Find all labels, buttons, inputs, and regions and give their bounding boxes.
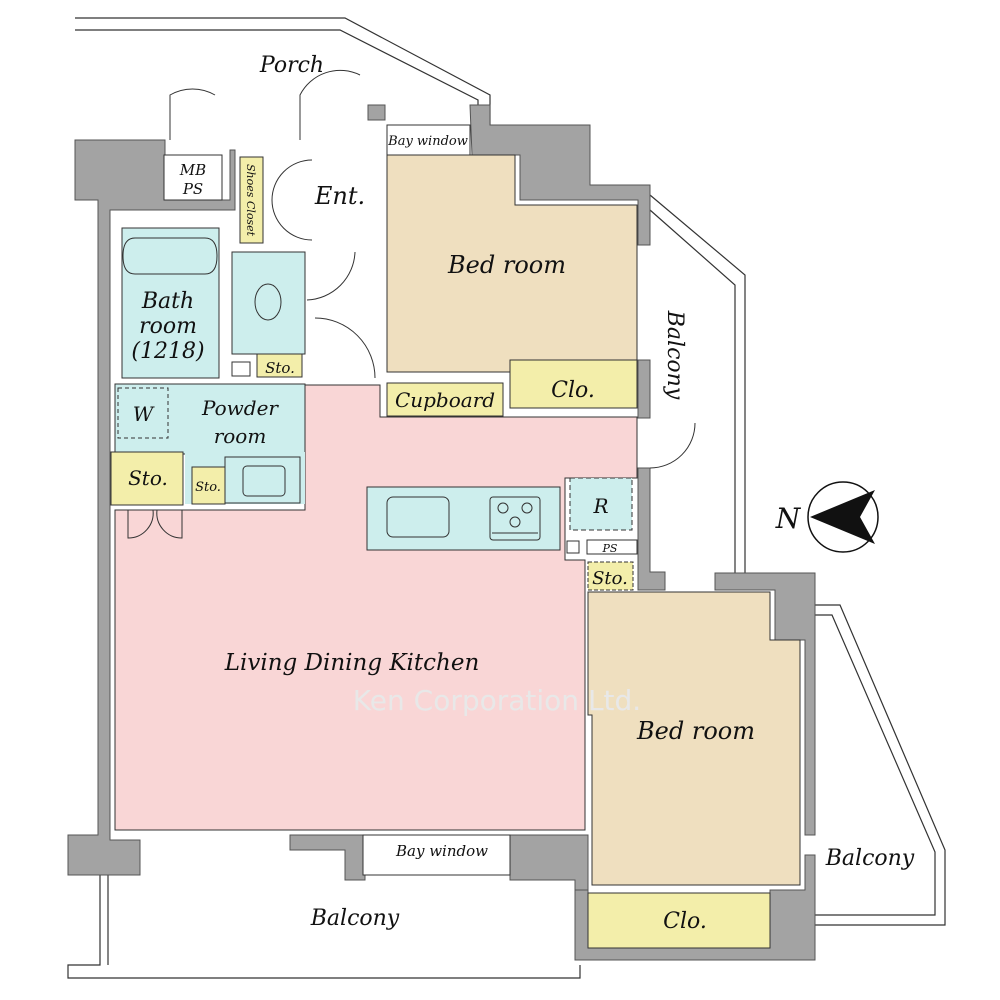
watermark: Ken Corporation Ltd.	[353, 684, 641, 717]
sto-left-label: Sto.	[128, 466, 168, 490]
exterior-outlines	[67, 17, 946, 979]
bathroom	[121, 227, 220, 379]
bath-label-1: Bath	[141, 289, 194, 314]
powder-label-1: Powder	[201, 396, 279, 420]
north-label: N	[775, 502, 802, 535]
bay-window-top-label: Bay window	[387, 134, 468, 149]
bathtub-icon	[122, 237, 218, 275]
closet-2-label: Clo.	[663, 909, 707, 934]
closet-1-label: Clo.	[551, 378, 595, 403]
bedroom-2-label: Bed room	[636, 717, 755, 745]
powder-room	[114, 383, 306, 455]
washer-space	[117, 387, 169, 439]
bath-label-2: room	[139, 314, 197, 339]
stove-icon	[489, 496, 541, 541]
toilet-sto-label: Sto.	[265, 359, 295, 377]
bay-window-bottom-label: Bay window	[395, 842, 488, 860]
ldk-label: Living Dining Kitchen	[224, 650, 480, 676]
north-compass-icon: N	[775, 481, 879, 553]
toilet-icon	[254, 283, 282, 321]
sink-icon	[242, 465, 286, 497]
walls	[67, 104, 816, 961]
balcony-east-label: Balcony	[662, 310, 687, 400]
bay-window-top	[386, 124, 471, 156]
ps-label: PS	[602, 542, 618, 555]
balcony-south-label: Balcony	[310, 906, 400, 931]
shoes-closet-label: Shoes Closet	[244, 164, 257, 237]
sto-kitchen-label: Sto.	[592, 568, 628, 589]
doors	[127, 69, 696, 539]
balcony-corner-label: Balcony	[825, 846, 915, 871]
bath-label-3: (1218)	[131, 339, 204, 364]
washer-label: W	[133, 402, 155, 426]
toilet-storage	[256, 353, 303, 378]
cupboard	[386, 382, 504, 417]
fridge-space	[569, 477, 633, 531]
entrance-label: Ent.	[314, 182, 365, 210]
cupboard-label: Cupboard	[395, 388, 495, 412]
fridge-label: R	[592, 494, 608, 518]
closet-1	[509, 359, 638, 409]
kitchen-counter	[366, 486, 561, 551]
ps-shaft	[586, 539, 638, 555]
mb-ps-label-2: PS	[182, 180, 203, 198]
bedroom-2	[587, 591, 801, 886]
bath-shaft	[231, 361, 251, 377]
powder-label-2: room	[214, 424, 267, 448]
mb-ps-label-1: MB	[179, 161, 206, 179]
bedroom-1-label: Bed room	[447, 251, 566, 279]
bay-window-bottom	[362, 834, 511, 876]
storage-kitchen	[587, 561, 634, 591]
porch-label: Porch	[259, 53, 324, 78]
toilet-room	[231, 251, 306, 355]
closet-2	[587, 892, 771, 949]
storage-left	[110, 451, 184, 506]
mb-ps	[163, 154, 223, 201]
shoes-closet	[239, 156, 264, 244]
kitchen-sink-icon	[386, 496, 450, 538]
small-shaft	[566, 540, 580, 554]
storage-powder	[191, 466, 226, 505]
sto-powder-label: Sto.	[195, 480, 221, 495]
